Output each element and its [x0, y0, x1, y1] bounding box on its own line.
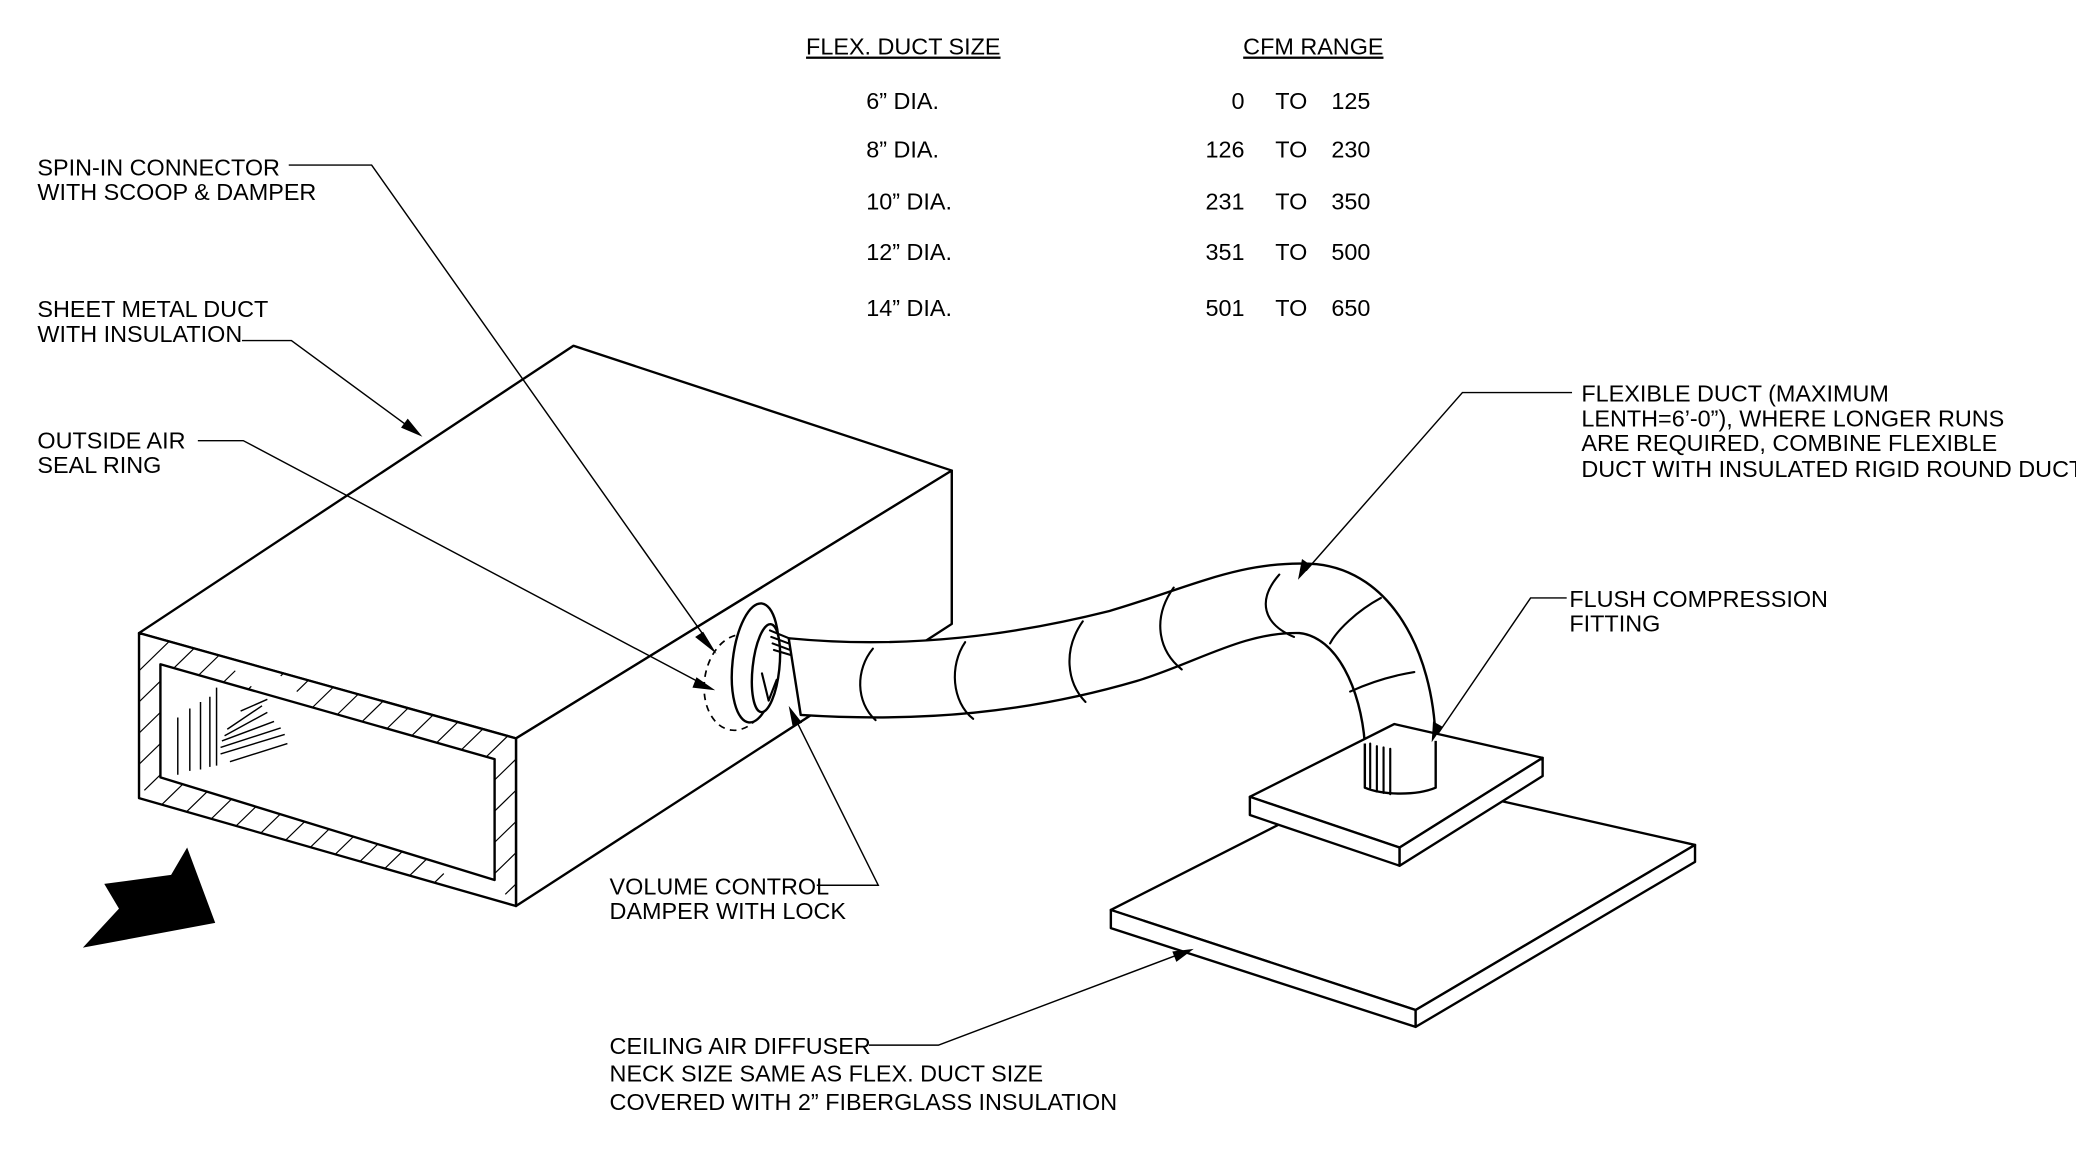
label-volume-damper: DAMPER WITH LOCK [610, 898, 847, 924]
table-from: 0 [1232, 88, 1245, 114]
table-to-word: TO [1275, 88, 1307, 114]
label-flexible-duct: DUCT WITH INSULATED RIGID ROUND DUCT [1581, 456, 2076, 482]
label-spin-in: SPIN-IN CONNECTOR [37, 155, 280, 181]
label-ceiling-diffuser: NECK SIZE SAME AS FLEX. DUCT SIZE [610, 1061, 1044, 1087]
label-ceiling-diffuser: COVERED WITH 2” FIBERGLASS INSULATION [610, 1089, 1118, 1115]
label-sheet-metal: WITH INSULATION [37, 321, 242, 347]
label-flexible-duct: ARE REQUIRED, COMBINE FLEXIBLE [1581, 430, 1997, 456]
label-volume-damper: VOLUME CONTROL [610, 874, 830, 900]
spin-in-connector [703, 602, 810, 732]
label-seal-ring: SEAL RING [37, 452, 161, 478]
sheet-metal-duct [137, 344, 953, 908]
table-to: 500 [1331, 239, 1370, 265]
table-from: 231 [1206, 189, 1245, 215]
label-spin-in: WITH SCOOP & DAMPER [37, 179, 316, 205]
table-size: 10” DIA. [866, 189, 952, 215]
table-to-word: TO [1275, 295, 1307, 321]
table-to: 650 [1331, 295, 1370, 321]
table-header-cfm: CFM RANGE [1243, 34, 1383, 60]
table-to: 230 [1331, 137, 1370, 163]
table-to-word: TO [1275, 137, 1307, 163]
label-ceiling-diffuser: CEILING AIR DIFFUSER [610, 1034, 871, 1060]
table-to: 125 [1331, 88, 1370, 114]
table-size: 8” DIA. [866, 137, 939, 163]
cfm-table: FLEX. DUCT SIZE CFM RANGE 6” DIA. 0 TO 1… [806, 34, 1383, 321]
label-flexible-duct: LENTH=6’-0”), WHERE LONGER RUNS [1581, 406, 2004, 432]
label-seal-ring: OUTSIDE AIR [37, 428, 185, 454]
table-to-word: TO [1275, 239, 1307, 265]
label-sheet-metal: SHEET METAL DUCT [37, 296, 268, 322]
table-from: 501 [1206, 295, 1245, 321]
leaders [197, 164, 1573, 1046]
table-from: 126 [1206, 137, 1245, 163]
label-flush-fitting: FLUSH COMPRESSION [1569, 586, 1828, 612]
table-size: 12” DIA. [866, 239, 952, 265]
flex-neck-front [1363, 740, 1437, 795]
diffuser-plate-side [1414, 843, 1697, 1029]
callout-labels: SPIN-IN CONNECTOR WITH SCOOP & DAMPER SH… [37, 155, 2076, 1115]
table-from: 351 [1206, 239, 1245, 265]
ceiling-diffuser [1109, 722, 1697, 1029]
damper-handle [760, 672, 778, 702]
airflow-arrow-icon [82, 847, 216, 948]
table-size: 6” DIA. [866, 88, 939, 114]
table-to-word: TO [1275, 189, 1307, 215]
table-to: 350 [1331, 189, 1370, 215]
table-header-size: FLEX. DUCT SIZE [806, 34, 1000, 60]
table-size: 14” DIA. [866, 295, 952, 321]
label-flush-fitting: FITTING [1569, 611, 1660, 637]
label-flexible-duct: FLEXIBLE DUCT (MAXIMUM [1581, 381, 1888, 407]
diffuser-neck-side [1398, 756, 1544, 867]
